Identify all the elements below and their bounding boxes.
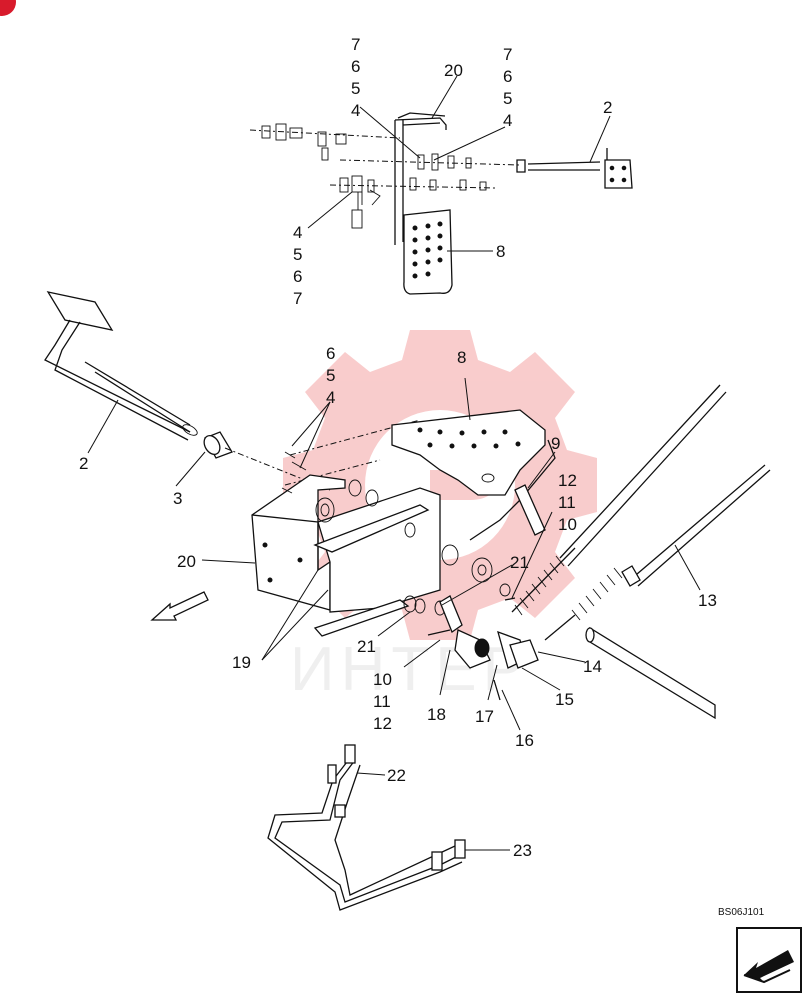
- main-leaders: [87, 377, 701, 731]
- callout-top-right-4: 4: [503, 111, 512, 130]
- return-spring-rod: [469, 439, 556, 541]
- callout-mid-9: 9: [551, 434, 560, 453]
- guide-tube: [585, 626, 716, 720]
- callout-left-4: 4: [293, 223, 302, 242]
- callout-low-10: 10: [373, 670, 392, 689]
- svg-text:ИНТЕР: ИНТЕР: [290, 635, 530, 704]
- callout-17: 17: [475, 707, 494, 726]
- shaft-centerline: [224, 419, 421, 571]
- harness-leaders: [356, 772, 510, 851]
- callout-pedal-2: 2: [79, 454, 88, 473]
- callout-13: 13: [698, 591, 717, 610]
- left-pedal: [44, 291, 198, 441]
- drawing-code: BS06J101: [718, 907, 765, 918]
- callout-mid-5: 5: [326, 366, 335, 385]
- corner-badge: [0, 0, 16, 16]
- callout-stop-19: 19: [232, 653, 251, 672]
- callout-14: 14: [583, 657, 602, 676]
- callout-left-7: 7: [293, 289, 302, 308]
- callout-top-right-7: 7: [503, 45, 512, 64]
- harness-assembly: [267, 744, 466, 911]
- support-bracket: [251, 451, 511, 637]
- throttle-cable: [544, 464, 771, 641]
- callout-top-left-6: 6: [351, 57, 360, 76]
- top-leaders: [307, 75, 611, 252]
- callout-top-8: 8: [496, 242, 505, 261]
- callout-bushing-3: 3: [173, 489, 182, 508]
- callout-top-20: 20: [444, 61, 463, 80]
- spring-cable: [511, 384, 727, 616]
- callout-r-10: 10: [558, 515, 577, 534]
- callout-top-left-5: 5: [351, 79, 360, 98]
- callout-mid-8: 8: [457, 348, 466, 367]
- callout-labels: 7 6 5 4 20 7 6 5 4 2 8 4 5 6 7 6 5 4 8 9…: [79, 35, 717, 860]
- callout-top-right-5: 5: [503, 89, 512, 108]
- arrow-box-icon[interactable]: [736, 927, 802, 993]
- callout-16: 16: [515, 731, 534, 750]
- callout-left-6: 6: [293, 267, 302, 286]
- callout-low-21: 21: [357, 637, 376, 656]
- callout-top-right-6: 6: [503, 67, 512, 86]
- callout-mid-6: 6: [326, 344, 335, 363]
- callout-15: 15: [555, 690, 574, 709]
- actuating-levers: [427, 595, 539, 701]
- bushing: [203, 431, 233, 459]
- callout-top-left-7: 7: [351, 35, 360, 54]
- callout-left-5: 5: [293, 245, 302, 264]
- callout-low-12: 12: [373, 714, 392, 733]
- callout-top-2: 2: [603, 98, 612, 117]
- callout-mid-4: 4: [326, 388, 335, 407]
- direction-arrow: [150, 591, 209, 621]
- callout-top-left-4: 4: [351, 101, 360, 120]
- callout-23: 23: [513, 841, 532, 860]
- callout-18: 18: [427, 705, 446, 724]
- callout-r-12: 12: [558, 471, 577, 490]
- callout-r-11: 11: [558, 493, 576, 512]
- pedal-pad-plate: [391, 409, 546, 496]
- top-subassembly: [249, 112, 633, 295]
- callout-low-11: 11: [373, 692, 391, 711]
- callout-mid-21: 21: [510, 553, 529, 572]
- callout-22: 22: [387, 766, 406, 785]
- callout-bracket-20: 20: [177, 552, 196, 571]
